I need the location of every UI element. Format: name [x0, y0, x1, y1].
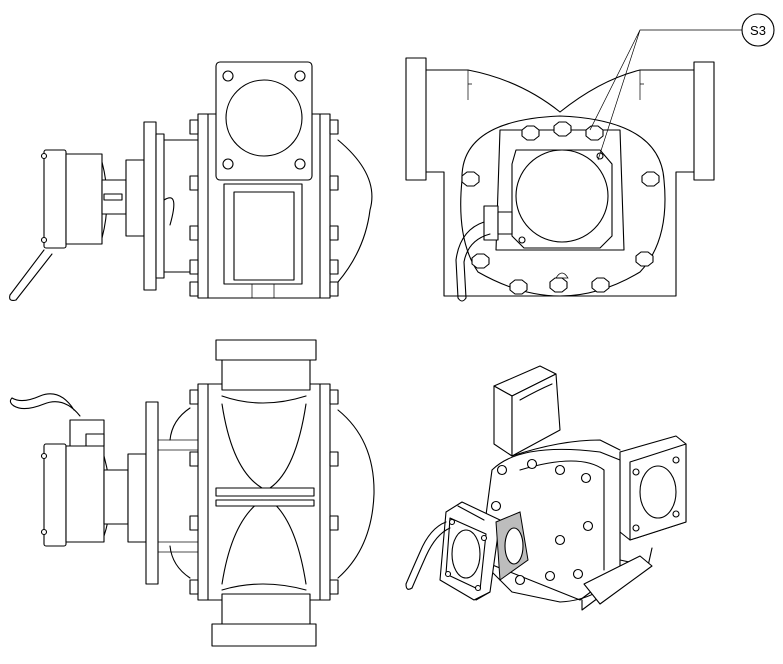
- isometric-view: [405, 365, 687, 611]
- top-view: [9, 339, 375, 647]
- front-view: S3: [405, 13, 775, 302]
- callout-s3: S3: [589, 13, 775, 161]
- side-view-top: [9, 61, 373, 301]
- callout-s3-label: S3: [750, 23, 766, 38]
